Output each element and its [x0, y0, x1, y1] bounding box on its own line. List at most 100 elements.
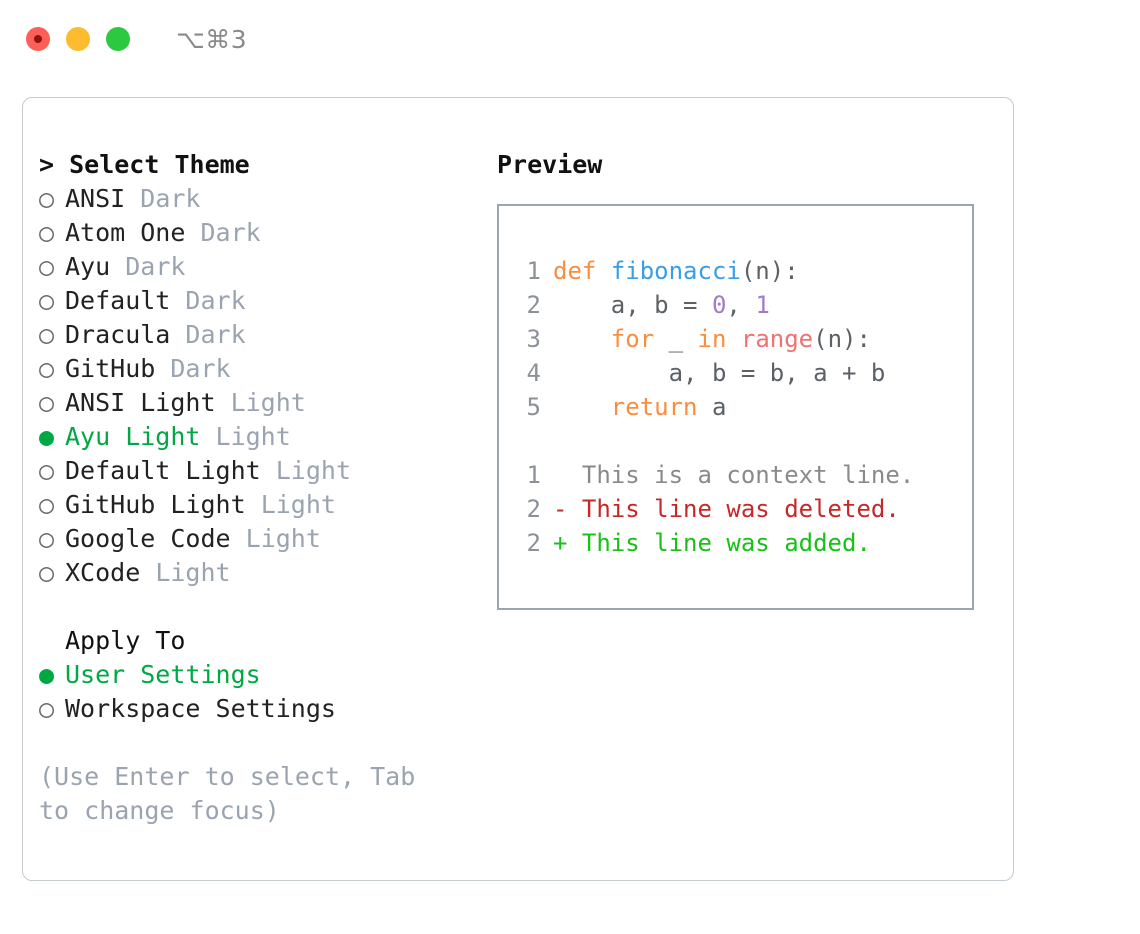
label-variant-gap: [216, 386, 231, 420]
close-window-button[interactable]: [26, 27, 50, 51]
minimize-window-button[interactable]: [66, 27, 90, 51]
theme-option-ansi-light[interactable]: ○ ANSI Light Light: [39, 386, 485, 420]
code-token-number: 1: [755, 291, 770, 319]
label-variant-gap: [155, 352, 170, 386]
theme-option-label: Default: [65, 286, 171, 315]
code-line: 2 a, b = 0, 1: [511, 288, 972, 322]
theme-option-dracula[interactable]: ○Dracula Dark: [39, 318, 485, 352]
theme-option-variant: Dark: [185, 320, 246, 349]
theme-option-variant: Light: [215, 422, 291, 451]
theme-option-google-code[interactable]: ○Google Code Light: [39, 522, 485, 556]
theme-option-label: GitHub: [65, 354, 156, 383]
main-panel: > Select Theme ○ANSI Dark○Atom One Dark○…: [22, 97, 1014, 881]
theme-option-github[interactable]: ○ GitHub Dark: [39, 352, 485, 386]
theme-option-variant: Dark: [170, 354, 231, 383]
label-variant-gap: [170, 284, 185, 318]
code-token-builtin: range: [740, 325, 814, 353]
code-token-plain: a, b =: [553, 291, 712, 319]
code-token-plain: [553, 390, 611, 424]
theme-option-xcode[interactable]: ○XCode Light: [39, 556, 485, 590]
code-line: 5 return a: [511, 390, 972, 424]
code-diff-gap: [511, 424, 972, 458]
radio-unselected-icon: ○: [39, 388, 55, 417]
theme-option-default[interactable]: ○ Default Dark: [39, 284, 485, 318]
label-variant-gap: [170, 318, 185, 352]
apply-to-heading-row: ○ Apply To: [39, 624, 485, 658]
theme-option-label: Ayu: [65, 252, 111, 281]
radio-unselected-icon: ○: [39, 184, 55, 213]
select-theme-heading: > Select Theme: [39, 150, 250, 179]
code-token-punct: (n):: [740, 257, 799, 285]
code-token-plain: [596, 254, 610, 288]
radio-unselected-icon: ○: [39, 252, 55, 281]
theme-option-label: ANSI Light: [65, 388, 216, 417]
list-spacer: [39, 590, 485, 624]
radio-unselected-icon: ○: [39, 694, 55, 723]
code-token-plain: _: [654, 325, 698, 353]
code-token-keyword: return: [610, 393, 698, 421]
code-token-number: 0: [711, 291, 727, 319]
code-line: 3 for _ in range(n):: [511, 322, 972, 356]
code-token-plain: [553, 322, 611, 356]
theme-option-ayu-light[interactable]: ●Ayu Light Light: [39, 420, 485, 454]
code-line-number: 1: [526, 257, 541, 285]
preview-heading: Preview: [497, 150, 603, 179]
theme-option-variant: Dark: [200, 218, 261, 247]
apply-to-marker-placeholder: ○: [39, 624, 65, 658]
theme-option-atom-one[interactable]: ○Atom One Dark: [39, 216, 485, 250]
theme-option-default-light[interactable]: ○Default Light Light: [39, 454, 485, 488]
radio-unselected-icon: ○: [39, 490, 55, 519]
maximize-window-button[interactable]: [106, 27, 130, 51]
apply-to-list: ●User Settings○ Workspace Settings: [39, 658, 485, 726]
theme-option-label: GitHub Light: [65, 490, 246, 519]
label-variant-gap: [200, 420, 215, 454]
theme-option-ayu[interactable]: ○ Ayu Dark: [39, 250, 485, 284]
theme-option-variant: Dark: [125, 252, 186, 281]
theme-option-label: Default Light: [65, 456, 261, 485]
code-line-number: 4: [526, 359, 541, 387]
theme-option-ansi[interactable]: ○ANSI Dark: [39, 182, 485, 216]
radio-unselected-icon: ○: [39, 286, 55, 315]
apply-to-option-label: User Settings: [65, 660, 261, 689]
diff-line-number: 2: [526, 495, 541, 523]
apply-to-option-workspace-settings[interactable]: ○ Workspace Settings: [39, 692, 485, 726]
radio-unselected-icon: ○: [39, 558, 55, 587]
radio-unselected-icon: ○: [39, 354, 55, 383]
code-line-number: 3: [526, 325, 541, 353]
theme-option-variant: Dark: [185, 286, 246, 315]
theme-option-github-light[interactable]: ○ GitHub Light Light: [39, 488, 485, 522]
diff-line-text: This line was deleted.: [567, 495, 900, 523]
label-variant-gap: [231, 522, 246, 556]
code-line-number: 5: [526, 393, 541, 421]
theme-option-variant: Light: [155, 558, 231, 587]
theme-option-variant: Light: [230, 388, 306, 417]
theme-list: ○ANSI Dark○Atom One Dark○Ayu Dark○Defaul…: [39, 182, 485, 590]
theme-option-label: ANSI: [65, 184, 126, 213]
label-variant-gap: [261, 454, 276, 488]
theme-option-variant: Light: [260, 490, 336, 519]
code-token-keyword: in: [697, 325, 727, 353]
apply-to-heading-label: Apply To: [65, 626, 186, 655]
traffic-light-group: [26, 27, 130, 51]
code-token-plain: ,: [726, 291, 756, 319]
code-line: 4 a, b = b, a + b: [511, 356, 972, 390]
window-shortcut-label: ⌥⌘3: [176, 24, 248, 54]
theme-option-label: Google Code: [65, 524, 231, 553]
theme-option-variant: Light: [245, 524, 321, 553]
theme-selector-column: > Select Theme ○ANSI Dark○Atom One Dark○…: [23, 98, 485, 880]
code-token-punct: (n):: [813, 325, 871, 353]
apply-to-option-user-settings[interactable]: ●User Settings: [39, 658, 485, 692]
diff-line-removed: 2- This line was deleted.: [511, 492, 972, 526]
label-variant-gap: [110, 250, 125, 284]
code-token-keyword: def: [553, 257, 597, 285]
label-variant-gap: [125, 182, 140, 216]
diff-line-added: 2+ This line was added.: [511, 526, 972, 560]
apply-to-option-label: Workspace Settings: [65, 694, 336, 723]
diff-sign: -: [553, 495, 568, 523]
theme-option-label: Ayu Light: [65, 422, 201, 451]
diff-line-text: This line was added.: [567, 529, 871, 557]
code-token-function: fibonacci: [610, 257, 741, 285]
